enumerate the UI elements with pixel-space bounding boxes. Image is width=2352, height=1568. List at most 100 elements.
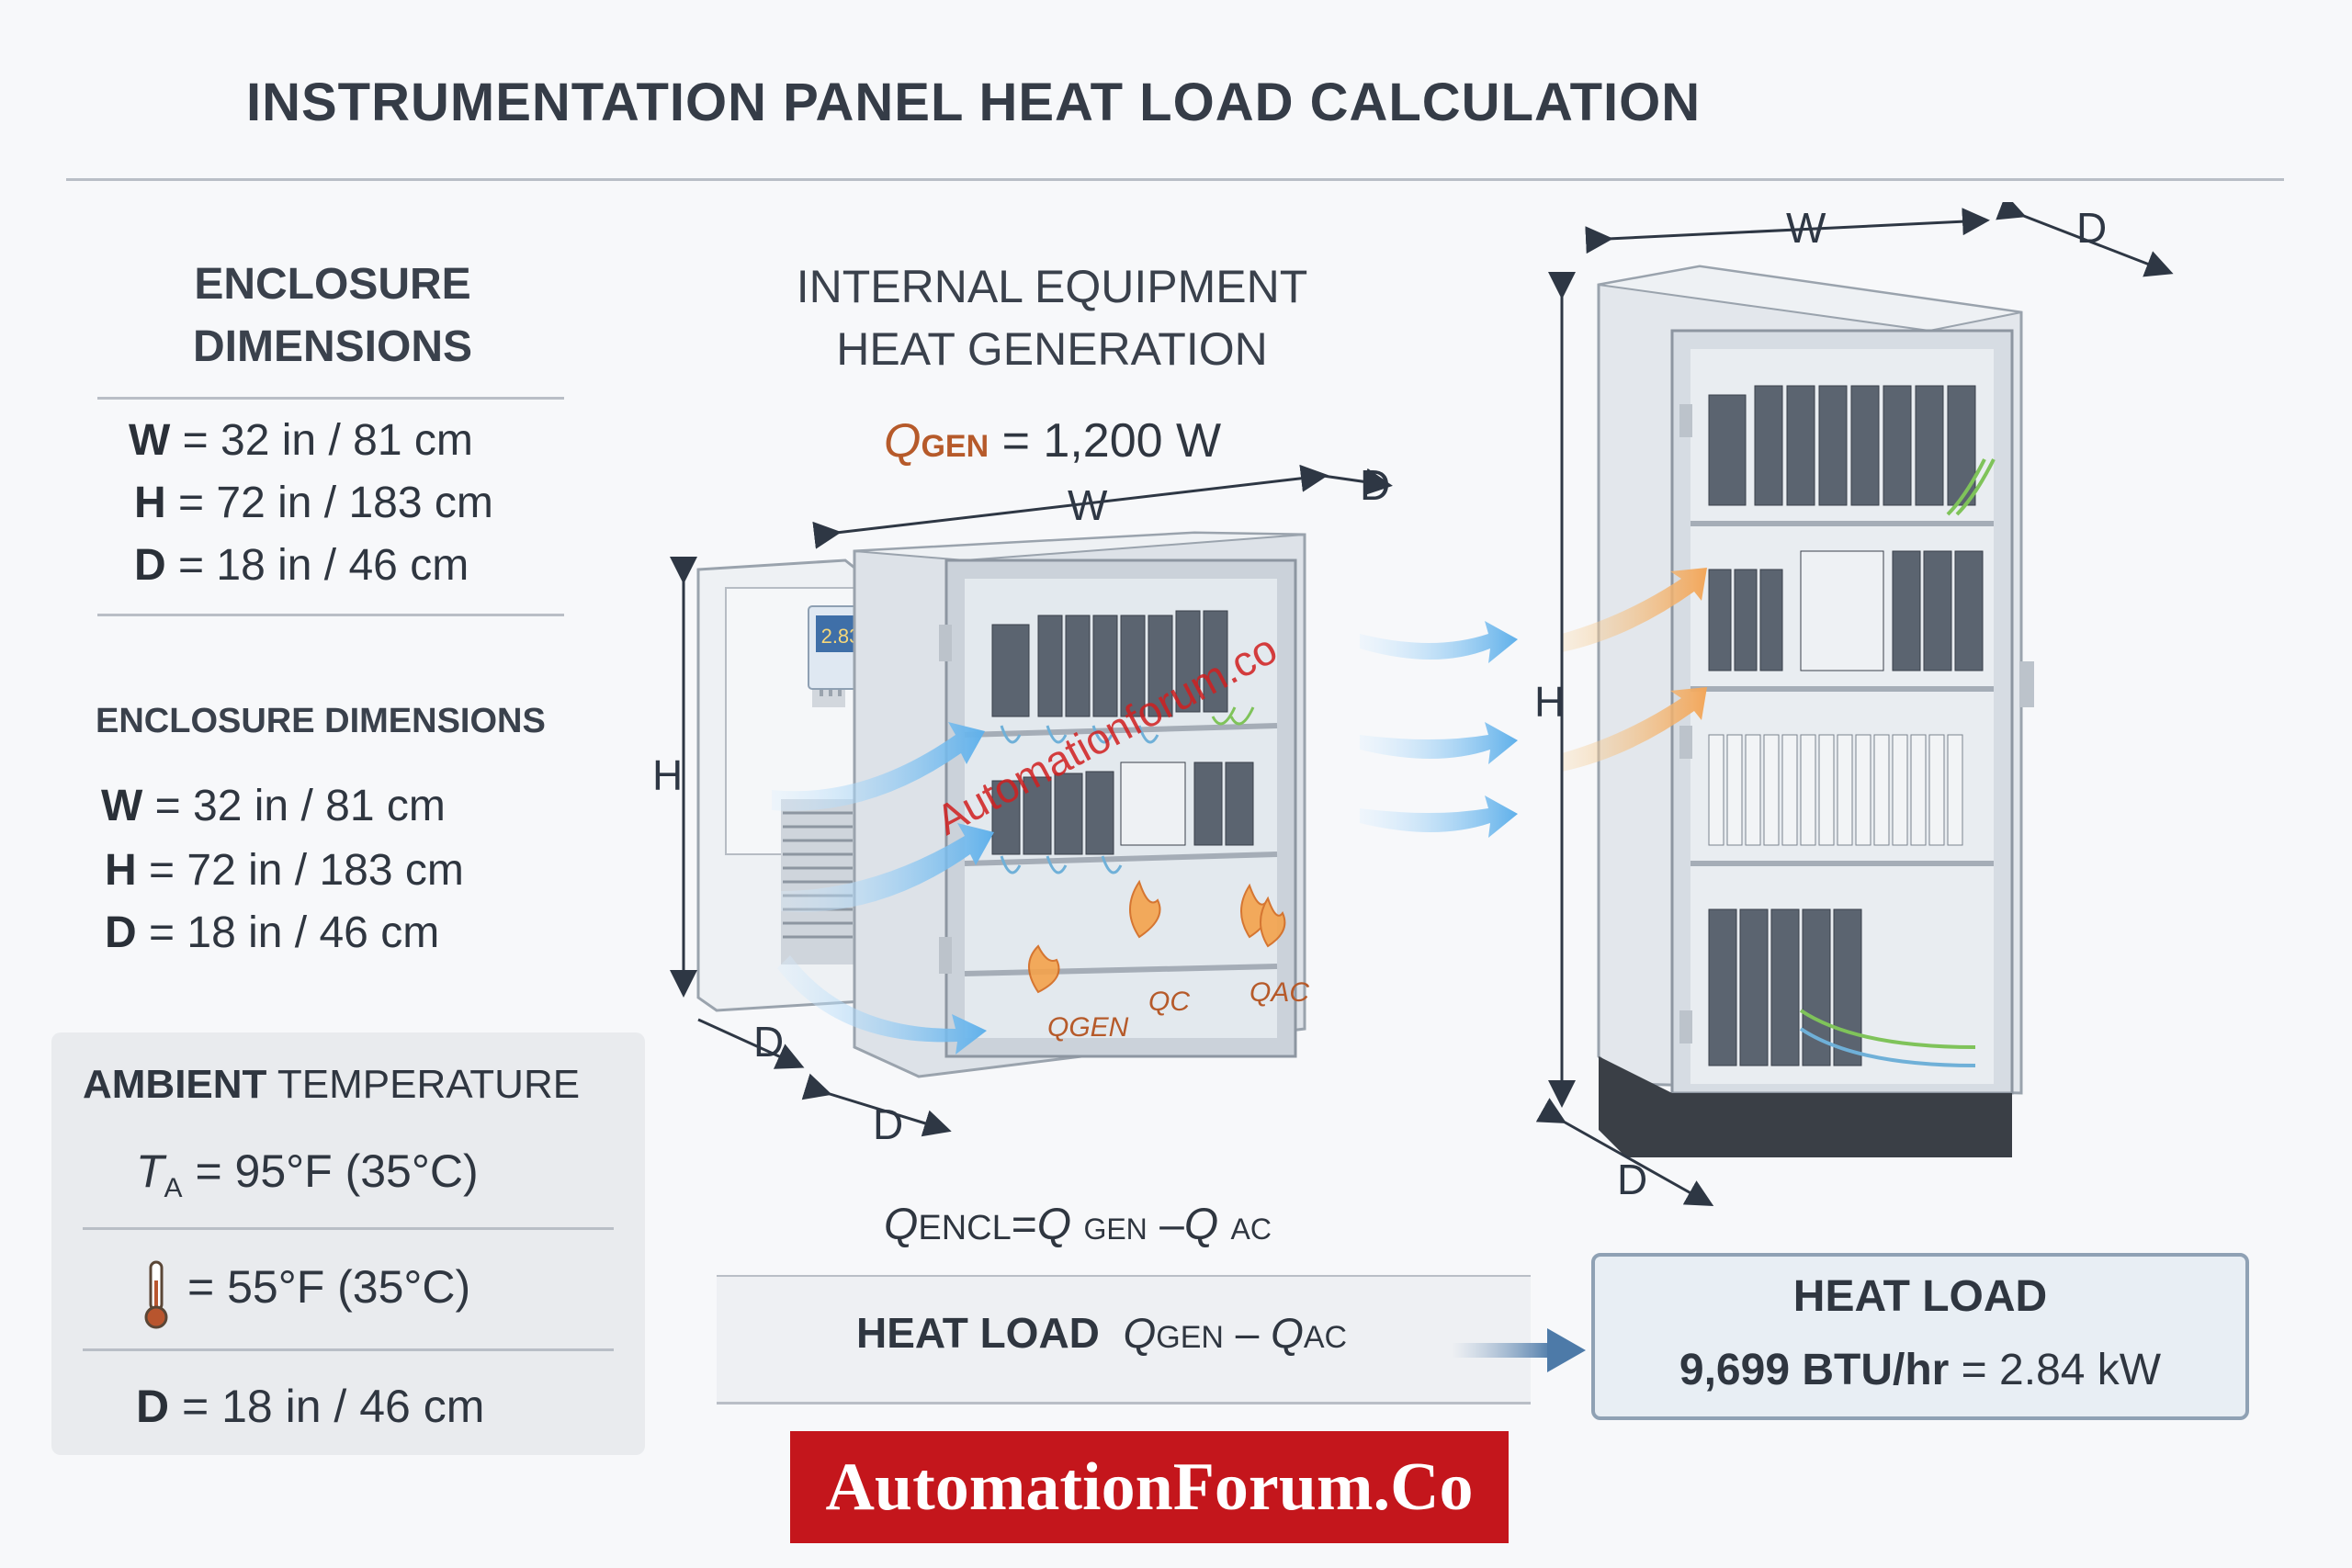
minus: – bbox=[1235, 1309, 1260, 1357]
depth-dimension-arrow bbox=[1996, 202, 2174, 277]
tall-enclosure-diagram: W D H D bbox=[1534, 202, 2174, 1206]
depth-row: D = 18 in / 46 cm bbox=[134, 540, 469, 591]
heat-flame-icons bbox=[1028, 879, 1286, 994]
ac-sub: AC bbox=[1303, 1320, 1348, 1355]
label-qac: QAC bbox=[1250, 977, 1309, 1008]
enclosure-dimensions-heading: ENCLOSURE DIMENSIONS bbox=[99, 254, 566, 378]
minus: – bbox=[1159, 1201, 1184, 1249]
ta-row: TA = 95°F (35°C) bbox=[136, 1145, 479, 1204]
divider bbox=[83, 1348, 614, 1351]
cool-air-arrows bbox=[772, 621, 1518, 1055]
heat-load-label: HEAT LOAD bbox=[856, 1309, 1100, 1357]
d-key: D bbox=[105, 908, 137, 957]
w-value: = 32 in / 81 cm bbox=[154, 782, 446, 830]
arrow-right-icon bbox=[1452, 1328, 1586, 1372]
thermometer-icon bbox=[144, 1260, 168, 1329]
w-key: W bbox=[129, 416, 171, 465]
divider bbox=[717, 1275, 1531, 1278]
depth-dimension-arrow bbox=[801, 1073, 952, 1137]
label-h: H bbox=[1534, 678, 1565, 726]
qgen-sub: GEN bbox=[921, 429, 989, 464]
heat-air-arrows bbox=[1562, 568, 1707, 772]
q-symbol: Q bbox=[1271, 1309, 1304, 1357]
ta-key: T bbox=[136, 1145, 164, 1197]
small-enclosure-diagram: 2.83 QGEN QC bbox=[652, 461, 1518, 1148]
label-h: H bbox=[652, 751, 683, 799]
d-value: = 18 in / 46 cm bbox=[178, 541, 469, 590]
divider bbox=[97, 614, 564, 616]
heat-load-row: HEAT LOAD QGEN – QAC bbox=[856, 1308, 1347, 1358]
tall-cabinet bbox=[1597, 265, 2034, 1157]
h-key: H bbox=[105, 846, 137, 895]
q-symbol: Q bbox=[1036, 1201, 1072, 1249]
qgen-value-row: QGEN = 1,200 W bbox=[884, 413, 1221, 468]
depth-row: D = 18 in / 46 cm bbox=[105, 908, 439, 958]
label-d: D bbox=[753, 1018, 784, 1066]
equals: = bbox=[1011, 1201, 1037, 1249]
label-w: W bbox=[1068, 481, 1108, 529]
h-value: = 72 in / 183 cm bbox=[178, 479, 493, 527]
heading-line-1: INTERNAL EQUIPMENT bbox=[796, 261, 1308, 312]
label-qc: QC bbox=[1148, 987, 1190, 1017]
d-value: = 18 in / 46 cm bbox=[182, 1381, 485, 1432]
d-value: = 18 in / 46 cm bbox=[149, 908, 440, 957]
enclosure-dimensions-heading-2: ENCLOSURE DIMENSIONS bbox=[96, 702, 546, 740]
width-dimension-arrow bbox=[812, 464, 1329, 549]
divider bbox=[717, 1402, 1531, 1404]
label-d: D bbox=[873, 1100, 903, 1148]
depth-row: D = 18 in / 46 cm bbox=[136, 1380, 484, 1433]
label-d: D bbox=[1617, 1156, 1647, 1203]
w-key: W bbox=[101, 782, 143, 830]
title-divider bbox=[66, 178, 2284, 181]
h-key: H bbox=[134, 479, 166, 527]
ac-sub: AC bbox=[1230, 1213, 1272, 1246]
ta-sub: A bbox=[164, 1173, 183, 1203]
page-title: INSTRUMENTATION PANEL HEAT LOAD CALCULAT… bbox=[246, 73, 1702, 132]
ambient-heading: AMBIENT TEMPERATURE bbox=[83, 1062, 580, 1108]
enclosure-cabinet bbox=[853, 531, 1306, 1078]
depth-dimension-arrow bbox=[1535, 1098, 1714, 1206]
t2-value: = 55°F (35°C) bbox=[187, 1261, 471, 1313]
w-value: = 32 in / 81 cm bbox=[182, 416, 473, 465]
label-d: D bbox=[2076, 204, 2107, 252]
ambient-rest: TEMPERATURE bbox=[266, 1062, 581, 1107]
q-symbol: Q bbox=[1123, 1309, 1157, 1357]
kw-value: = 2.84 kW bbox=[1961, 1346, 2162, 1394]
q-symbol: Q bbox=[1183, 1201, 1219, 1249]
enclosure-heat-formula: QENCL=Q GEN –Q AC bbox=[884, 1200, 1272, 1250]
depth-dimension-arrow bbox=[697, 1018, 805, 1069]
height-row: H = 72 in / 183 cm bbox=[105, 845, 464, 896]
encl-sub: ENCL bbox=[918, 1209, 1012, 1247]
result-heading: HEAT LOAD bbox=[1792, 1272, 2048, 1321]
brand-banner: AutomationForum.Co bbox=[790, 1431, 1509, 1543]
qgen-value: = 1,200 W bbox=[1001, 414, 1222, 468]
width-row: W = 32 in / 81 cm bbox=[101, 781, 446, 831]
gen-sub: GEN bbox=[1156, 1320, 1224, 1355]
heat-load-result-box bbox=[1591, 1253, 2249, 1420]
height-row: H = 72 in / 183 cm bbox=[134, 478, 493, 528]
d-key: D bbox=[134, 541, 166, 590]
divider bbox=[83, 1227, 614, 1230]
internal-equipment-heading: INTERNAL EQUIPMENT HEAT GENERATION bbox=[735, 255, 1369, 380]
qgen-q: Q bbox=[884, 414, 922, 468]
heat-load-row-background bbox=[717, 1277, 1531, 1402]
d-key: D bbox=[136, 1381, 170, 1432]
width-dimension-arrow bbox=[1585, 208, 1990, 254]
heading-line-2: DIMENSIONS bbox=[192, 322, 473, 371]
btu-value: 9,699 BTU/hr bbox=[1679, 1346, 1950, 1394]
ta-value: = 95°F (35°C) bbox=[195, 1145, 479, 1197]
depth-dimension-arrow bbox=[1322, 468, 1393, 496]
label-d: D bbox=[1360, 461, 1390, 509]
width-row: W = 32 in / 81 cm bbox=[129, 415, 473, 466]
label-qgen: QGEN bbox=[1047, 1012, 1129, 1043]
result-value: 9,699 BTU/hr = 2.84 kW bbox=[1591, 1345, 2249, 1395]
label-w: W bbox=[1786, 204, 1826, 252]
heading-line-1: ENCLOSURE bbox=[194, 260, 471, 309]
q-symbol: Q bbox=[884, 1201, 919, 1249]
heading-line-2: HEAT GENERATION bbox=[836, 323, 1268, 375]
ambient-temperature-panel bbox=[51, 1032, 645, 1455]
divider bbox=[97, 397, 564, 400]
gen-sub: GEN bbox=[1083, 1213, 1148, 1246]
h-value: = 72 in / 183 cm bbox=[149, 846, 464, 895]
ambient-bold: AMBIENT bbox=[83, 1062, 267, 1107]
